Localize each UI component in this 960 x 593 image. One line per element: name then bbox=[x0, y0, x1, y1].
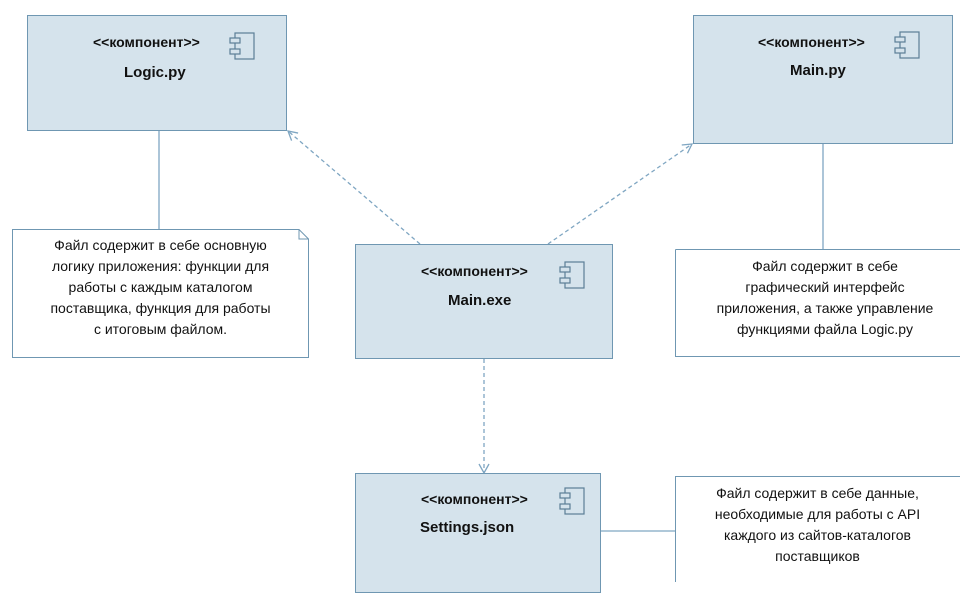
note-line: приложения, а также управление bbox=[716, 300, 934, 316]
note-line: Файл содержит в себе данные, bbox=[716, 485, 919, 501]
component-stereotype: <<компонент>> bbox=[93, 34, 200, 50]
component-icon bbox=[229, 32, 255, 60]
note-settings[interactable]: Файл содержит в себе данные, необходимые… bbox=[675, 476, 960, 582]
note-text: Файл содержит в себе графический интерфе… bbox=[675, 249, 960, 340]
component-stereotype: <<компонент>> bbox=[421, 491, 528, 507]
note-line: работы с каждым каталогом bbox=[68, 279, 253, 295]
note-line: Файл содержит в себе основную bbox=[54, 237, 267, 253]
component-name: Main.exe bbox=[448, 292, 512, 309]
note-text: Файл содержит в себе основную логику при… bbox=[12, 229, 309, 340]
dependency-exe-to-main bbox=[547, 143, 694, 245]
component-name: Main.py bbox=[790, 62, 846, 79]
note-shape bbox=[12, 229, 309, 358]
note-line: необходимые для работы с API bbox=[714, 506, 921, 522]
dependency-exe-to-logic bbox=[286, 130, 421, 245]
note-text: Файл содержит в себе данные, необходимые… bbox=[675, 476, 960, 567]
component-logic-py[interactable]: <<компонент>> Logic.py bbox=[27, 15, 287, 131]
note-shape bbox=[675, 476, 960, 582]
component-stereotype: <<компонент>> bbox=[421, 263, 528, 279]
note-shape bbox=[675, 249, 960, 357]
note-line: функциями файла Logic.py bbox=[736, 321, 914, 337]
note-line: с итоговым файлом. bbox=[93, 321, 228, 337]
note-line: Файл содержит в себе bbox=[752, 258, 898, 274]
component-main-py[interactable]: <<компонент>> Main.py bbox=[693, 15, 953, 144]
note-line: каждого из сайтов-каталогов bbox=[724, 527, 911, 543]
note-main[interactable]: Файл содержит в себе графический интерфе… bbox=[675, 249, 960, 357]
note-logic[interactable]: Файл содержит в себе основную логику при… bbox=[12, 229, 309, 358]
note-line: графический интерфейс bbox=[745, 279, 905, 295]
component-name: Settings.json bbox=[420, 519, 515, 536]
component-icon bbox=[559, 261, 585, 289]
note-line: поставщиков bbox=[775, 548, 860, 564]
component-stereotype: <<компонент>> bbox=[758, 34, 865, 50]
note-line: логику приложения: функции для bbox=[51, 258, 270, 274]
component-icon bbox=[894, 31, 920, 59]
component-main-exe[interactable]: <<компонент>> Main.exe bbox=[355, 244, 613, 359]
component-name: Logic.py bbox=[124, 64, 186, 81]
component-icon bbox=[559, 487, 585, 515]
note-line: поставщика, функция для работы bbox=[50, 300, 271, 316]
component-settings-json[interactable]: <<компонент>> Settings.json bbox=[355, 473, 601, 593]
